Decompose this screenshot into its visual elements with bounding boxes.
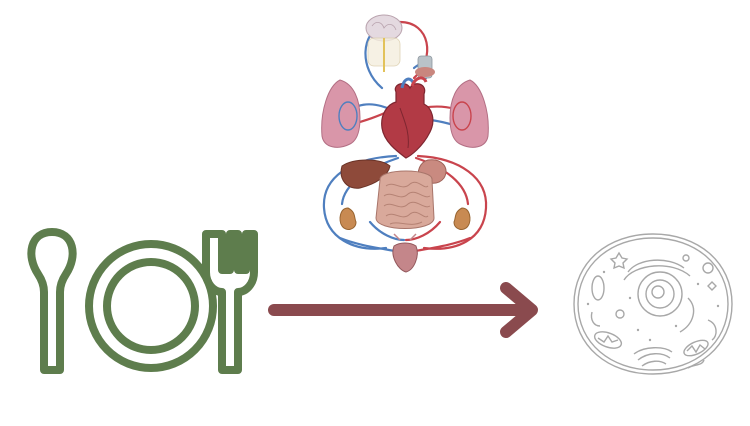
kidneys-organ <box>339 207 471 230</box>
fork-icon <box>202 230 258 374</box>
intestines-organ <box>375 170 435 229</box>
plate-icon <box>85 240 217 372</box>
lungs-organ <box>321 79 489 148</box>
mitochondria <box>591 275 709 357</box>
process-arrow <box>268 282 538 338</box>
heart-organ <box>381 76 434 159</box>
cell-nucleus <box>637 271 683 317</box>
animal-cell-icon <box>573 233 733 375</box>
throat-organ <box>415 55 435 79</box>
bladder-organ <box>392 233 418 273</box>
spoon-icon <box>27 228 77 374</box>
circulatory-system-illustration <box>321 14 489 273</box>
plate-cutlery-icon <box>27 228 258 374</box>
golgi-apparatus <box>633 347 673 367</box>
brain-organ <box>365 14 403 72</box>
